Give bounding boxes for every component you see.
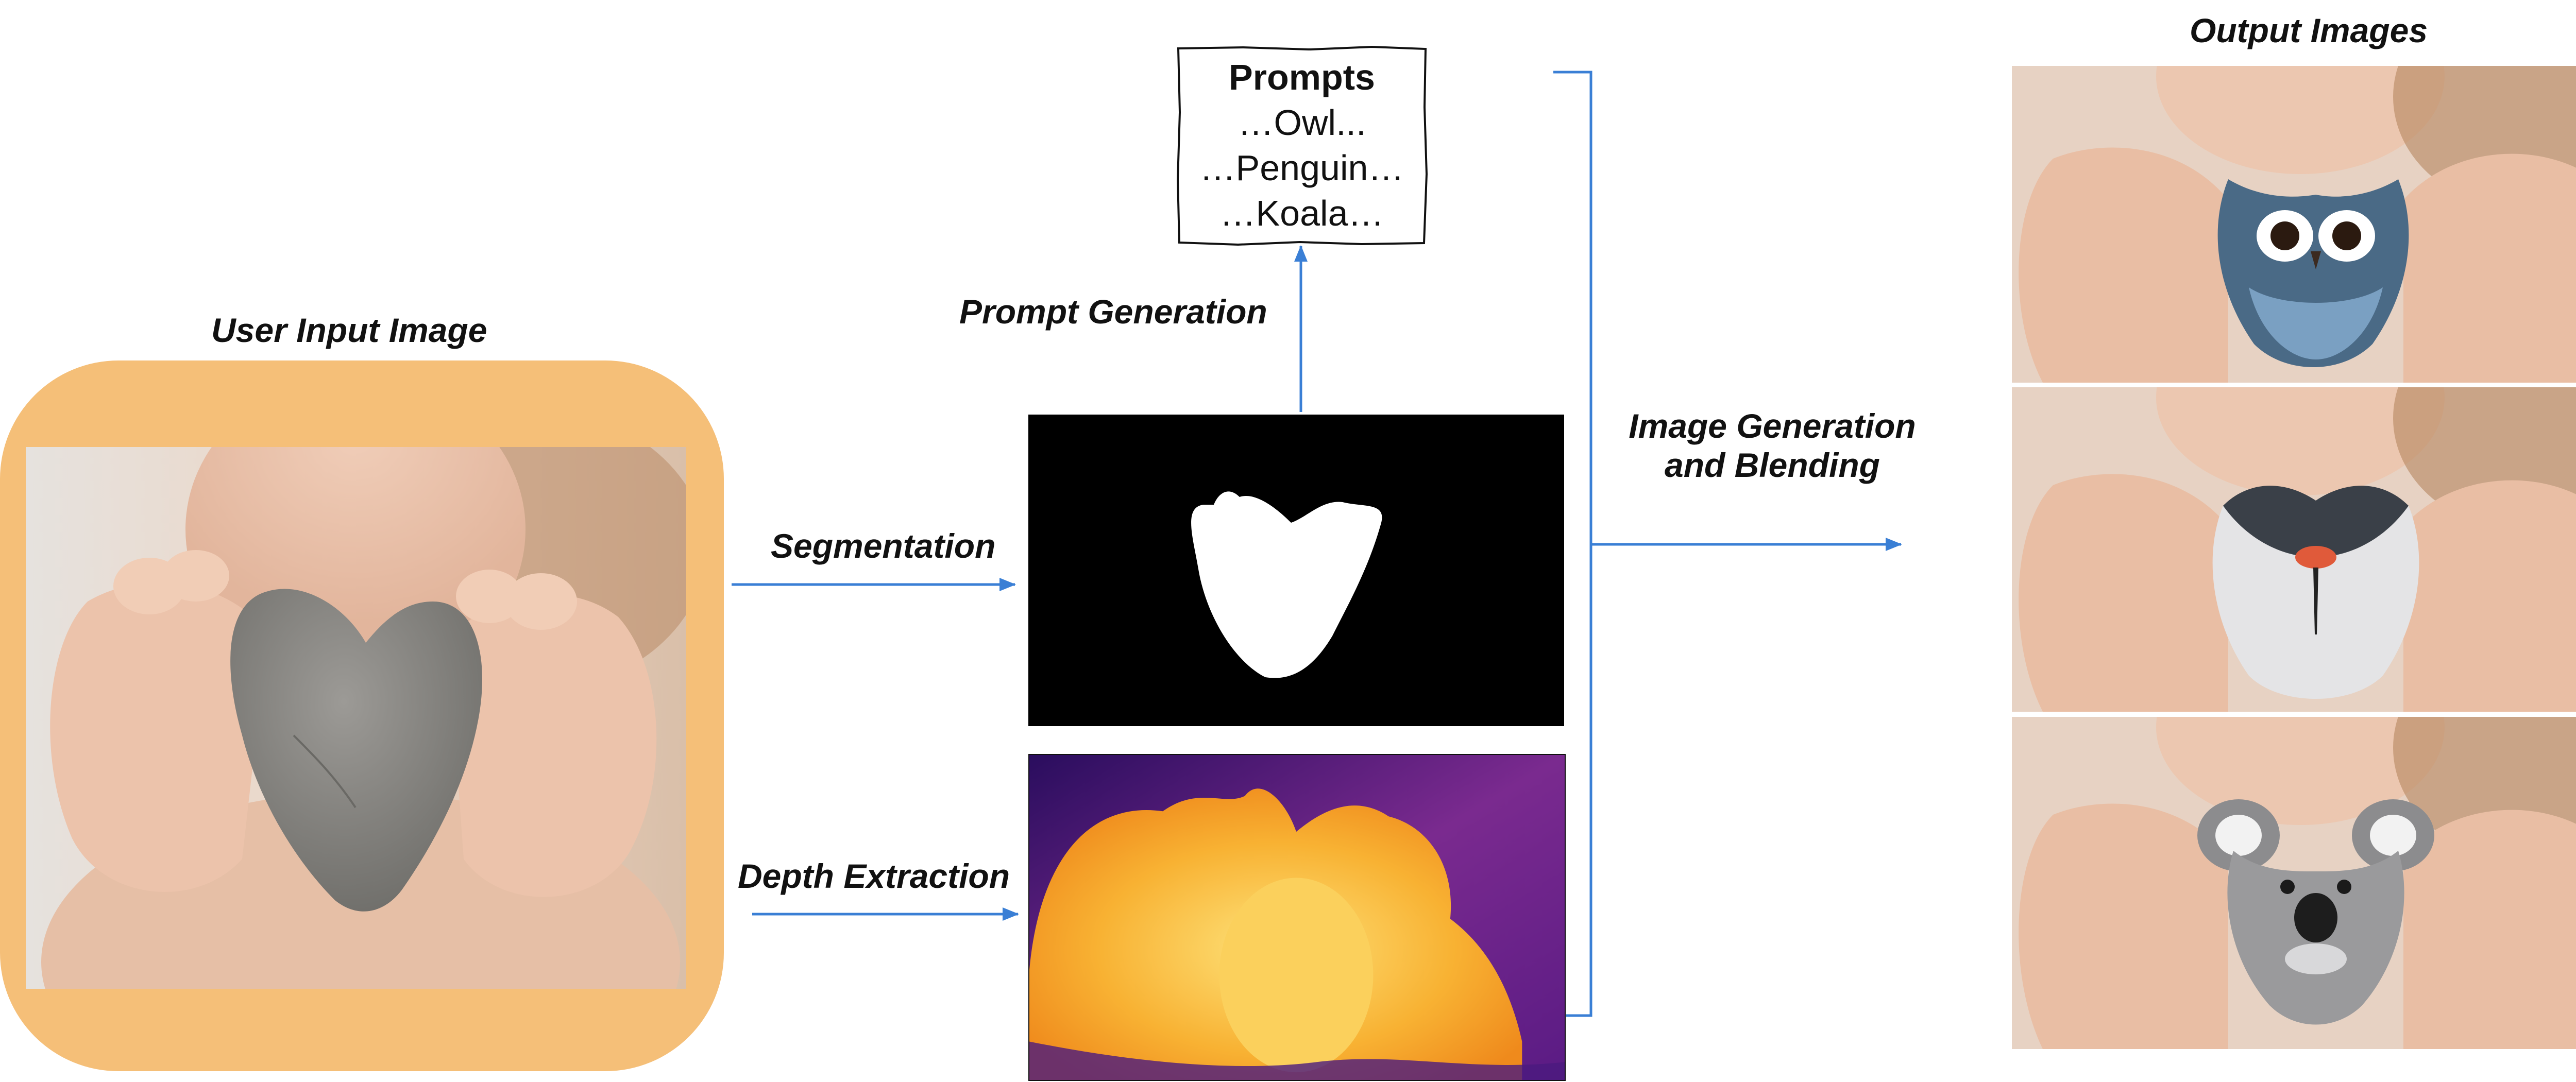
depth-map-image [1028, 754, 1566, 1081]
prompt-item-penguin: …Penguin… [1199, 148, 1404, 188]
output-image-koala [2012, 717, 2576, 1049]
segmentation-mask-image [1028, 415, 1564, 726]
user-input-image [26, 447, 686, 989]
image-generation-line1: Image Generation [1629, 407, 1916, 445]
output-image-penguin [2012, 387, 2576, 712]
depth-extraction-label: Depth Extraction [738, 857, 1010, 895]
output-images-title: Output Images [2190, 11, 2428, 49]
prompts-box: Prompts …Owl... …Penguin… …Koala… [1176, 45, 1428, 246]
user-input-title: User Input Image [211, 311, 487, 349]
image-generation-label: Image Generation and Blending [1607, 407, 1937, 485]
image-generation-line2: and Blending [1665, 445, 1880, 484]
prompt-item-koala: …Koala… [1219, 193, 1384, 233]
segmentation-label: Segmentation [771, 527, 996, 565]
output-image-owl [2012, 66, 2576, 383]
prompt-generation-label: Prompt Generation [959, 293, 1267, 331]
prompts-title: Prompts [1229, 57, 1375, 97]
prompt-item-owl: …Owl... [1238, 102, 1366, 143]
